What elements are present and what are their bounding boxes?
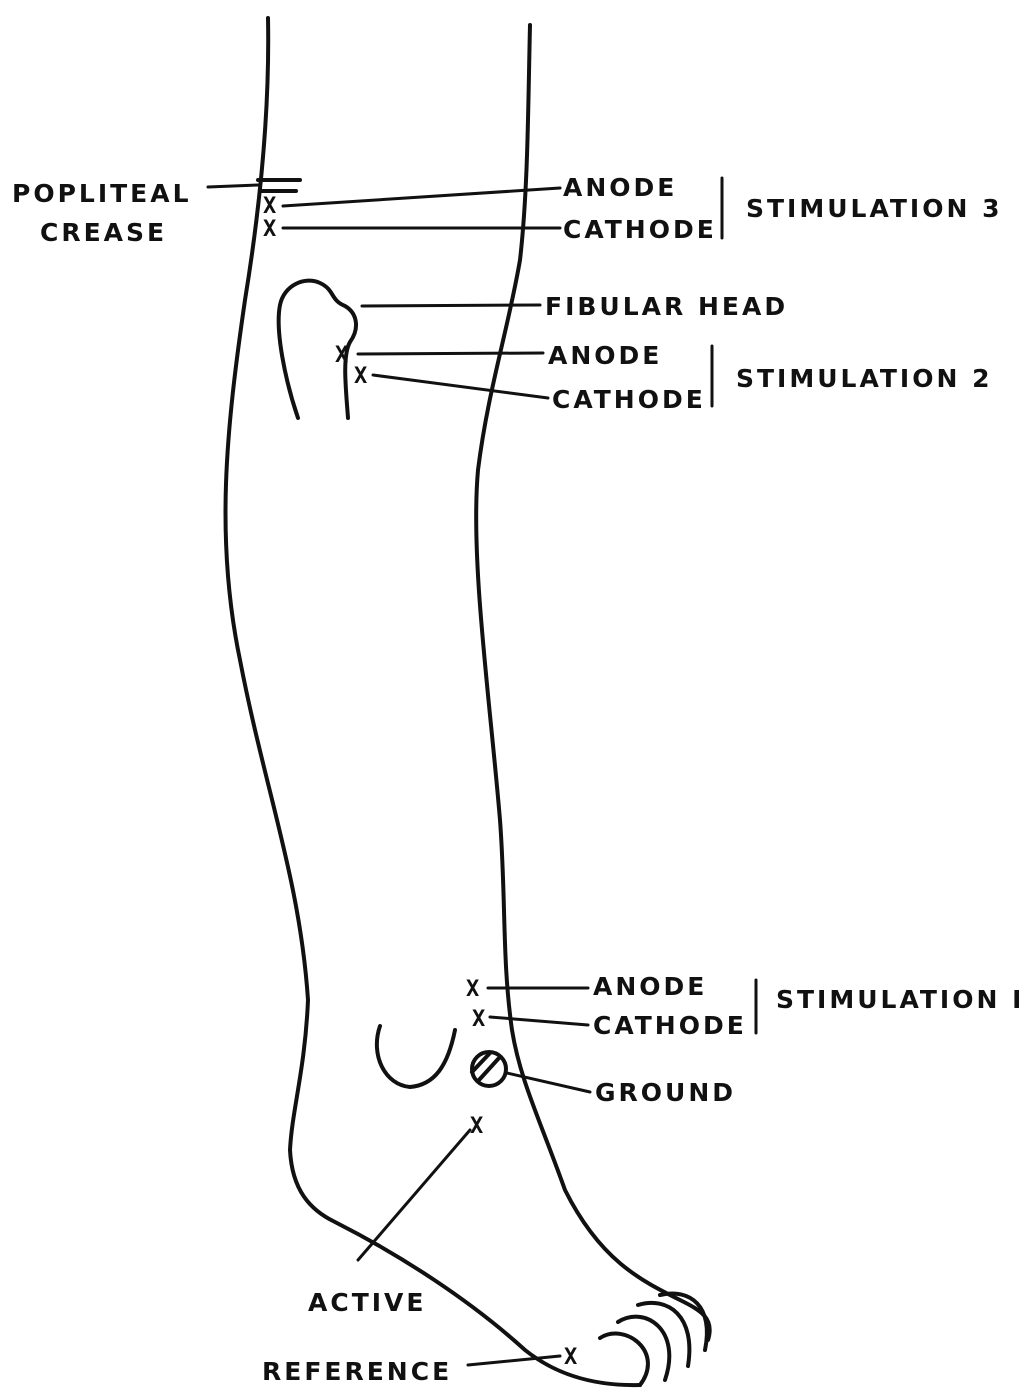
label-cathode-1: CATHODE <box>593 1011 747 1040</box>
leader-fibular-head <box>362 305 540 306</box>
toe-1 <box>600 1334 648 1385</box>
leader-popliteal-crease <box>208 185 258 187</box>
electrode-marker-cathode-1: X <box>472 1007 485 1032</box>
electrode-marker-cathode-2: X <box>354 364 367 389</box>
electrode-marker-anode-2: X <box>335 343 348 368</box>
label-ground: GROUND <box>595 1078 736 1107</box>
label-anode-1: ANODE <box>593 972 707 1001</box>
label-stimulation-2: STIMULATION 2 <box>736 364 993 393</box>
label-popliteal: POPLITEAL <box>12 179 192 208</box>
label-cathode-3: CATHODE <box>563 215 717 244</box>
electrode-marker-anode-3: X <box>263 194 276 219</box>
electrode-marker-cathode-3: X <box>263 217 276 242</box>
label-reference: REFERENCE <box>262 1357 452 1386</box>
electrode-marker-active: X <box>470 1114 483 1139</box>
label-stimulation-3: STIMULATION 3 <box>746 194 1003 223</box>
malleolus-outline <box>377 1026 455 1087</box>
leader-anode-3 <box>283 188 560 206</box>
leader-cathode-1 <box>490 1017 588 1025</box>
label-active: ACTIVE <box>308 1288 426 1317</box>
electrode-marker-reference: X <box>564 1345 577 1370</box>
label-cathode-2: CATHODE <box>552 385 706 414</box>
label-crease: CREASE <box>40 218 167 247</box>
label-anode-2: ANODE <box>548 341 662 370</box>
leader-active <box>358 1130 470 1260</box>
leader-cathode-2 <box>373 375 548 398</box>
leader-ground <box>507 1073 590 1092</box>
electrode-marker-anode-1: X <box>466 977 479 1002</box>
leader-anode-2 <box>358 353 543 354</box>
label-stimulation-1: STIMULATION I <box>776 985 1019 1014</box>
label-fibular-head: FIBULAR HEAD <box>545 292 788 321</box>
label-anode-3: ANODE <box>563 173 677 202</box>
